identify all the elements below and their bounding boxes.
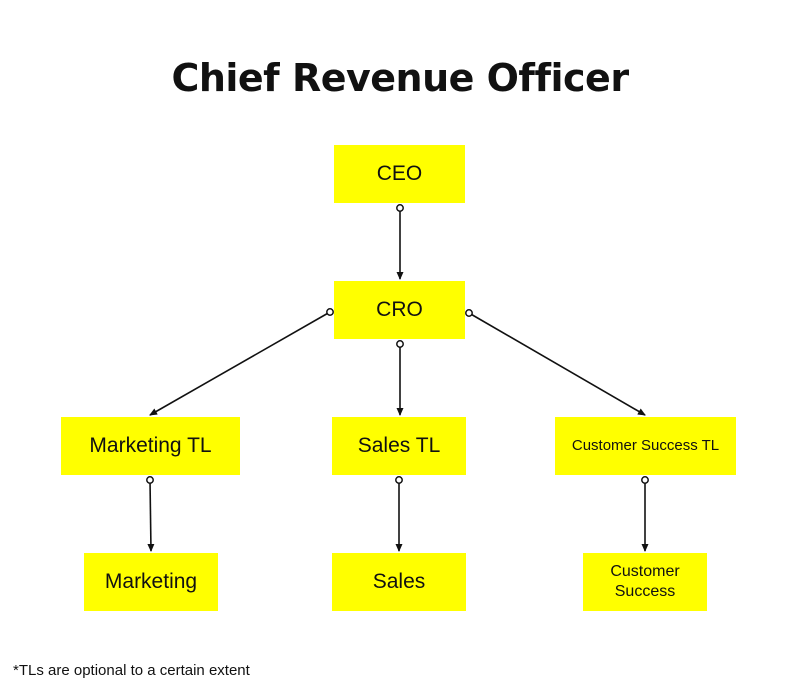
connector-cro-to-customer-success-tl xyxy=(465,309,646,416)
footnote: *TLs are optional to a certain extent xyxy=(13,662,250,679)
sales-node[interactable]: Sales xyxy=(332,553,466,611)
node-label-line: Success xyxy=(614,583,676,600)
ceo-node[interactable]: CEO xyxy=(334,145,465,203)
connector-line xyxy=(468,312,646,416)
connector-origin-dot xyxy=(396,204,404,212)
node-label-line: Sales TL xyxy=(357,433,441,457)
page-title: Chief Revenue Officer xyxy=(171,56,629,100)
sales-tl-node[interactable]: Sales TL xyxy=(332,417,466,475)
connector-origin-dot xyxy=(465,309,473,317)
connector-origin-dot xyxy=(395,476,403,484)
node-label: CEO xyxy=(377,161,423,187)
connector-origin-dot xyxy=(326,308,334,316)
node-label-line: CRO xyxy=(376,297,423,321)
connector-cro-to-marketing-tl xyxy=(149,308,334,416)
customer-success-tl-node[interactable]: Customer Success TL xyxy=(555,417,736,475)
connector-origin-dot xyxy=(146,476,154,484)
node-label-line: Customer Success TL xyxy=(571,436,720,454)
node-label: Sales xyxy=(373,569,426,595)
cro-node[interactable]: CRO xyxy=(334,281,465,339)
connector-cro-to-sales-tl xyxy=(396,340,404,416)
node-label: Sales TL xyxy=(358,433,441,459)
connector-marketing-tl-to-marketing xyxy=(146,476,155,552)
connector-line xyxy=(149,311,331,416)
node-label-line: Marketing TL xyxy=(89,433,212,457)
node-label-line: CEO xyxy=(376,161,423,185)
node-label: Marketing TL xyxy=(89,433,211,459)
connector-sales-tl-to-sales xyxy=(395,476,403,552)
node-label-line: Customer xyxy=(610,563,680,580)
connector-ceo-to-cro xyxy=(396,204,404,280)
connector-origin-dot xyxy=(641,476,649,484)
connector-customer-success-tl-to-customer-success xyxy=(641,476,649,552)
connector-origin-dot xyxy=(396,340,404,348)
node-label-line: Marketing xyxy=(104,569,198,593)
connector-line xyxy=(147,479,155,552)
marketing-node[interactable]: Marketing xyxy=(84,553,218,611)
node-label: Customer Success TL xyxy=(572,437,719,456)
marketing-tl-node[interactable]: Marketing TL xyxy=(61,417,240,475)
node-label: Marketing xyxy=(105,569,197,595)
node-label: CRO xyxy=(376,297,423,323)
node-label-line: Sales xyxy=(372,569,426,593)
